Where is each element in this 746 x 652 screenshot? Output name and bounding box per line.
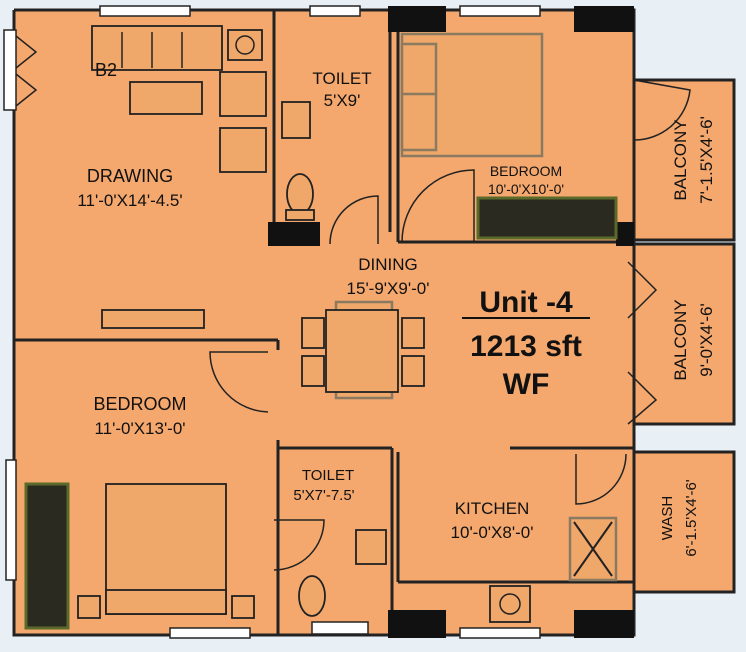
kitchen-name: KITCHEN bbox=[455, 499, 530, 518]
wash-floor bbox=[634, 452, 734, 592]
balcony-2-size: 9'-0'X4'-6' bbox=[697, 303, 716, 376]
wash-size: 6'-1.5'X4'-6' bbox=[683, 479, 700, 556]
toilet-1-fixtures bbox=[281, 101, 315, 221]
drawing-size: 11'-0'X14'-4.5' bbox=[77, 191, 182, 210]
unit-area: 1213 sft bbox=[470, 330, 582, 363]
bedroom-2-name: BEDROOM bbox=[93, 394, 186, 414]
windows bbox=[3, 5, 541, 639]
dining-size: 15'-9'X9'-0' bbox=[347, 279, 430, 298]
interior-walls bbox=[14, 10, 636, 635]
toilet-2-name: TOILET bbox=[302, 467, 354, 484]
columns bbox=[268, 6, 634, 638]
unit-floor: WF bbox=[503, 368, 550, 401]
toilet-2-fixtures bbox=[298, 529, 387, 617]
bedroom-2-size: 11'-0'X13'-0' bbox=[94, 419, 185, 438]
drawing-tag: B2 bbox=[95, 60, 117, 80]
kitchen-fixtures bbox=[489, 516, 618, 623]
bedroom-2-furniture bbox=[24, 482, 255, 630]
wash-name: WASH bbox=[659, 496, 676, 540]
dining-set bbox=[301, 300, 425, 400]
dining-name: DINING bbox=[358, 255, 418, 274]
main-door bbox=[15, 35, 38, 107]
toilet-1-name: TOILET bbox=[312, 69, 371, 88]
kitchen-size: 10'-0'X8'-0' bbox=[451, 523, 534, 542]
toilet-1-size: 5'X9' bbox=[324, 91, 361, 110]
sofa-set bbox=[91, 25, 267, 173]
door-swings bbox=[209, 79, 691, 571]
toilet-2-size: 5'X7'-7.5' bbox=[293, 487, 354, 504]
room-labels: B2 TOILET 5'X9' DRAWING 11'-0'X14'-4.5' … bbox=[77, 60, 716, 557]
bedroom-1-furniture bbox=[400, 32, 618, 240]
drawing-name: DRAWING bbox=[87, 166, 173, 186]
balcony-1-name: BALCONY bbox=[671, 119, 690, 200]
balcony-1-floor bbox=[634, 80, 734, 240]
unit-title: Unit -4 bbox=[479, 286, 573, 319]
bedroom-1-size: 10'-0'X10'-0' bbox=[488, 181, 564, 197]
bedroom-1-name: BEDROOM bbox=[490, 163, 562, 179]
unit-summary: Unit -4 1213 sft WF bbox=[462, 286, 590, 401]
balcony-2-name: BALCONY bbox=[671, 299, 690, 380]
tv-unit bbox=[101, 309, 205, 329]
balcony-1-size: 7'-1.5'X4'-6' bbox=[697, 116, 716, 204]
